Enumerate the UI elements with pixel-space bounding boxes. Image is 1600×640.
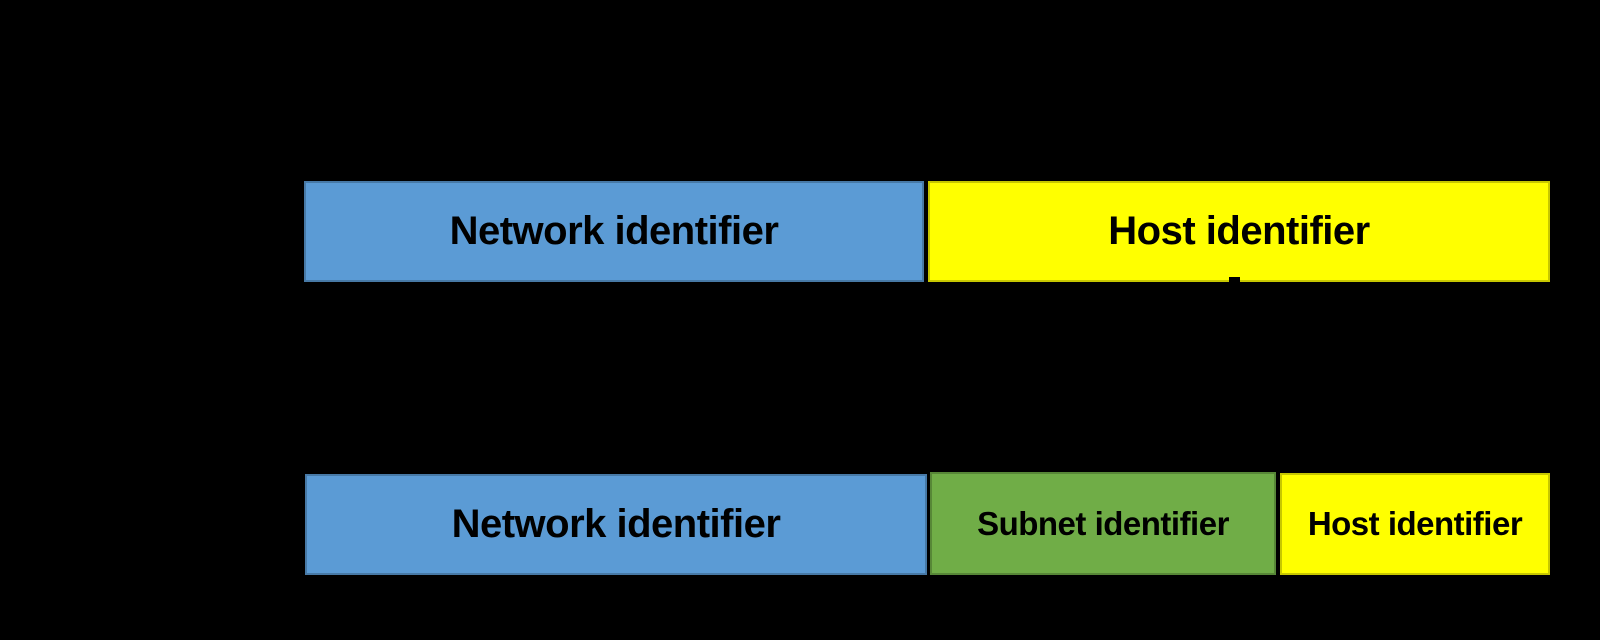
tick-mark [1229, 277, 1240, 283]
network-identifier-box-bottom: Network identifier [305, 474, 927, 575]
host-identifier-box-top: Host identifier [928, 181, 1550, 282]
subnet-identifier-box: Subnet identifier [930, 472, 1276, 575]
host-identifier-box-bottom: Host identifier [1280, 473, 1550, 575]
network-identifier-box-top: Network identifier [304, 181, 924, 282]
